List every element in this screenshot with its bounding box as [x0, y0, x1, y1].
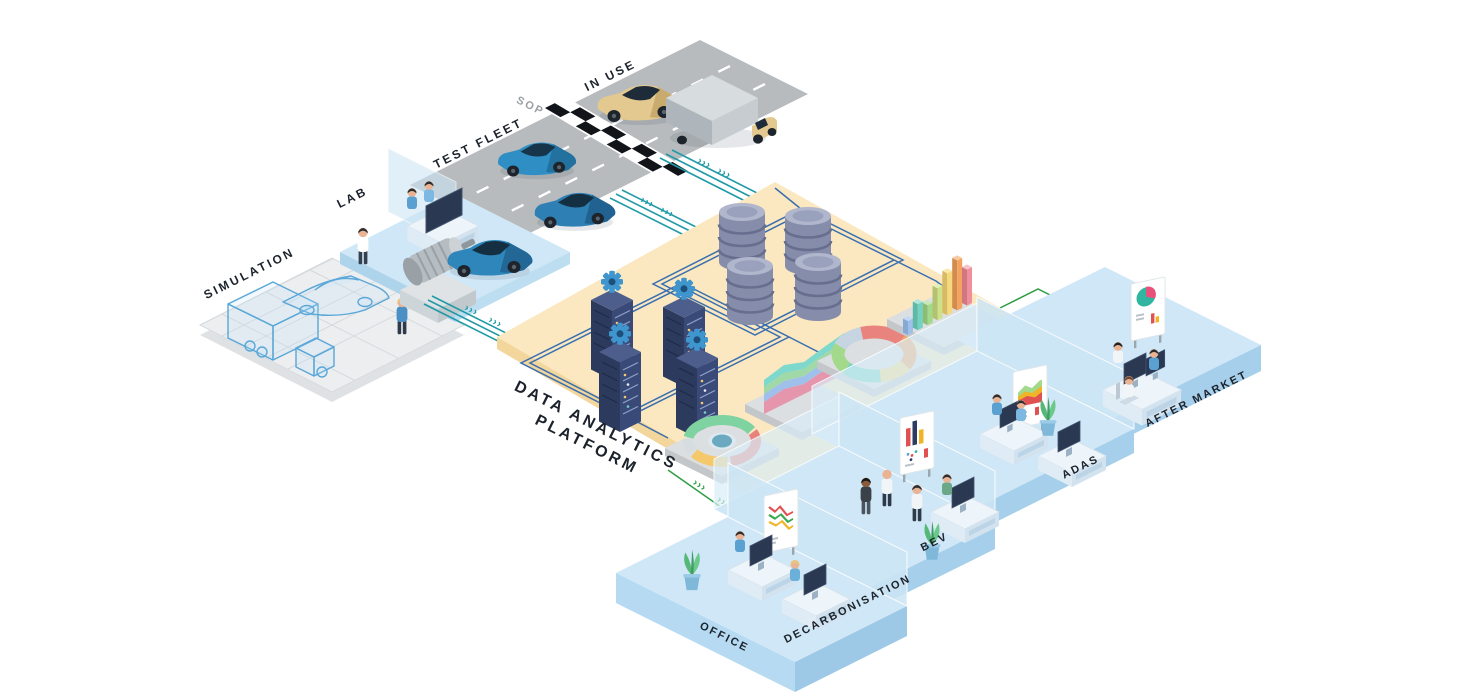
whiteboard-bar-chart [899, 410, 935, 484]
flow-arrow: ››› [690, 477, 708, 495]
bev-worker [942, 474, 952, 495]
adas-worker-1 [992, 394, 1002, 415]
database-icon-4 [793, 251, 843, 323]
engine-icon [402, 237, 476, 286]
database-icon-3 [725, 255, 775, 327]
engine-test-rig [400, 237, 476, 323]
wireframe-truck-icon [227, 281, 335, 378]
flow-arrow: ››› [638, 194, 656, 211]
after-market-worker-3 [1124, 376, 1134, 397]
label-lab: LAB [335, 184, 370, 211]
pie-chart-icon [1136, 286, 1160, 324]
adas-worker-2 [1016, 400, 1026, 421]
after-market-chair [1116, 382, 1139, 405]
flow-arrow: ››› [658, 204, 676, 221]
delivery-truck [666, 75, 777, 148]
flow-arrow: ››› [715, 165, 733, 182]
data-flow-road-lines: ››› ››› ››› ››› [609, 149, 764, 239]
whiteboard-pie-chart [1130, 276, 1166, 350]
office-worker-1 [735, 531, 745, 552]
lab-monitor [425, 187, 463, 234]
flow-arrow: ››› [695, 155, 713, 172]
bar-chart [903, 255, 972, 335]
bar-chart-icon [905, 420, 928, 467]
sop-finish-line [540, 95, 693, 184]
bar-chart-tile [887, 255, 1001, 355]
after-market-worker-2 [1149, 349, 1159, 370]
after-market-worker-1 [1113, 342, 1123, 363]
label-sop: SOP [514, 94, 546, 118]
lab-engineer-2 [424, 181, 434, 202]
wireframe-car-icon [282, 275, 390, 317]
lab-engineer-1 [407, 188, 417, 209]
office-worker-2 [790, 560, 800, 581]
flow-arrow: ››› [462, 302, 480, 319]
flow-arrow: ››› [486, 314, 504, 331]
